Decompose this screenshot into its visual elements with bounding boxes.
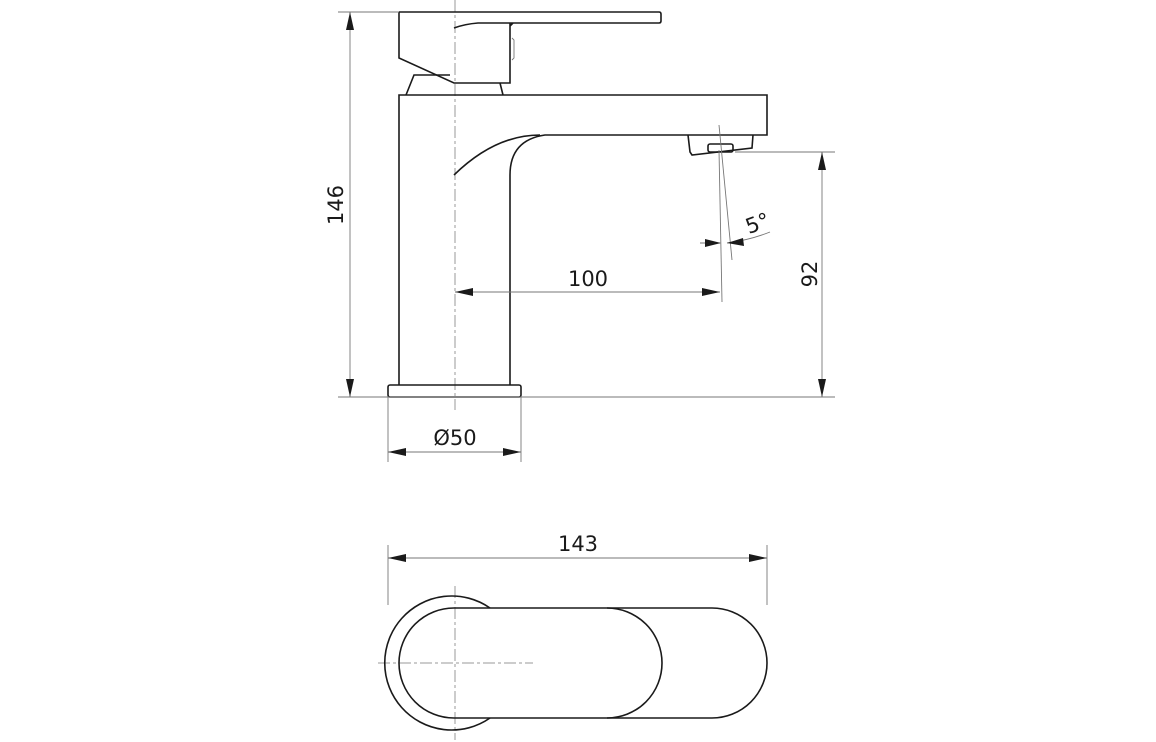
lever-outline: [606, 607, 663, 719]
side-view: [387, 11, 768, 398]
spout-outline: [398, 607, 768, 719]
dim-label-92: 92: [798, 261, 822, 288]
handle-neck: [405, 74, 504, 96]
dim-label-146: 146: [324, 185, 348, 225]
spout-body: [398, 94, 768, 385]
dim-label-143: 143: [558, 532, 598, 556]
dim-label-diameter: Ø50: [433, 426, 476, 450]
aerator: [687, 134, 754, 156]
dimensions: 146 92 100 5° Ø50 143: [324, 11, 835, 605]
lever-detail: [511, 37, 515, 61]
lever-handle: [398, 11, 662, 84]
top-view: [384, 595, 768, 731]
dim-label-100: 100: [568, 267, 608, 291]
base-circle: [384, 595, 491, 731]
dim-label-angle: 5°: [742, 208, 773, 239]
